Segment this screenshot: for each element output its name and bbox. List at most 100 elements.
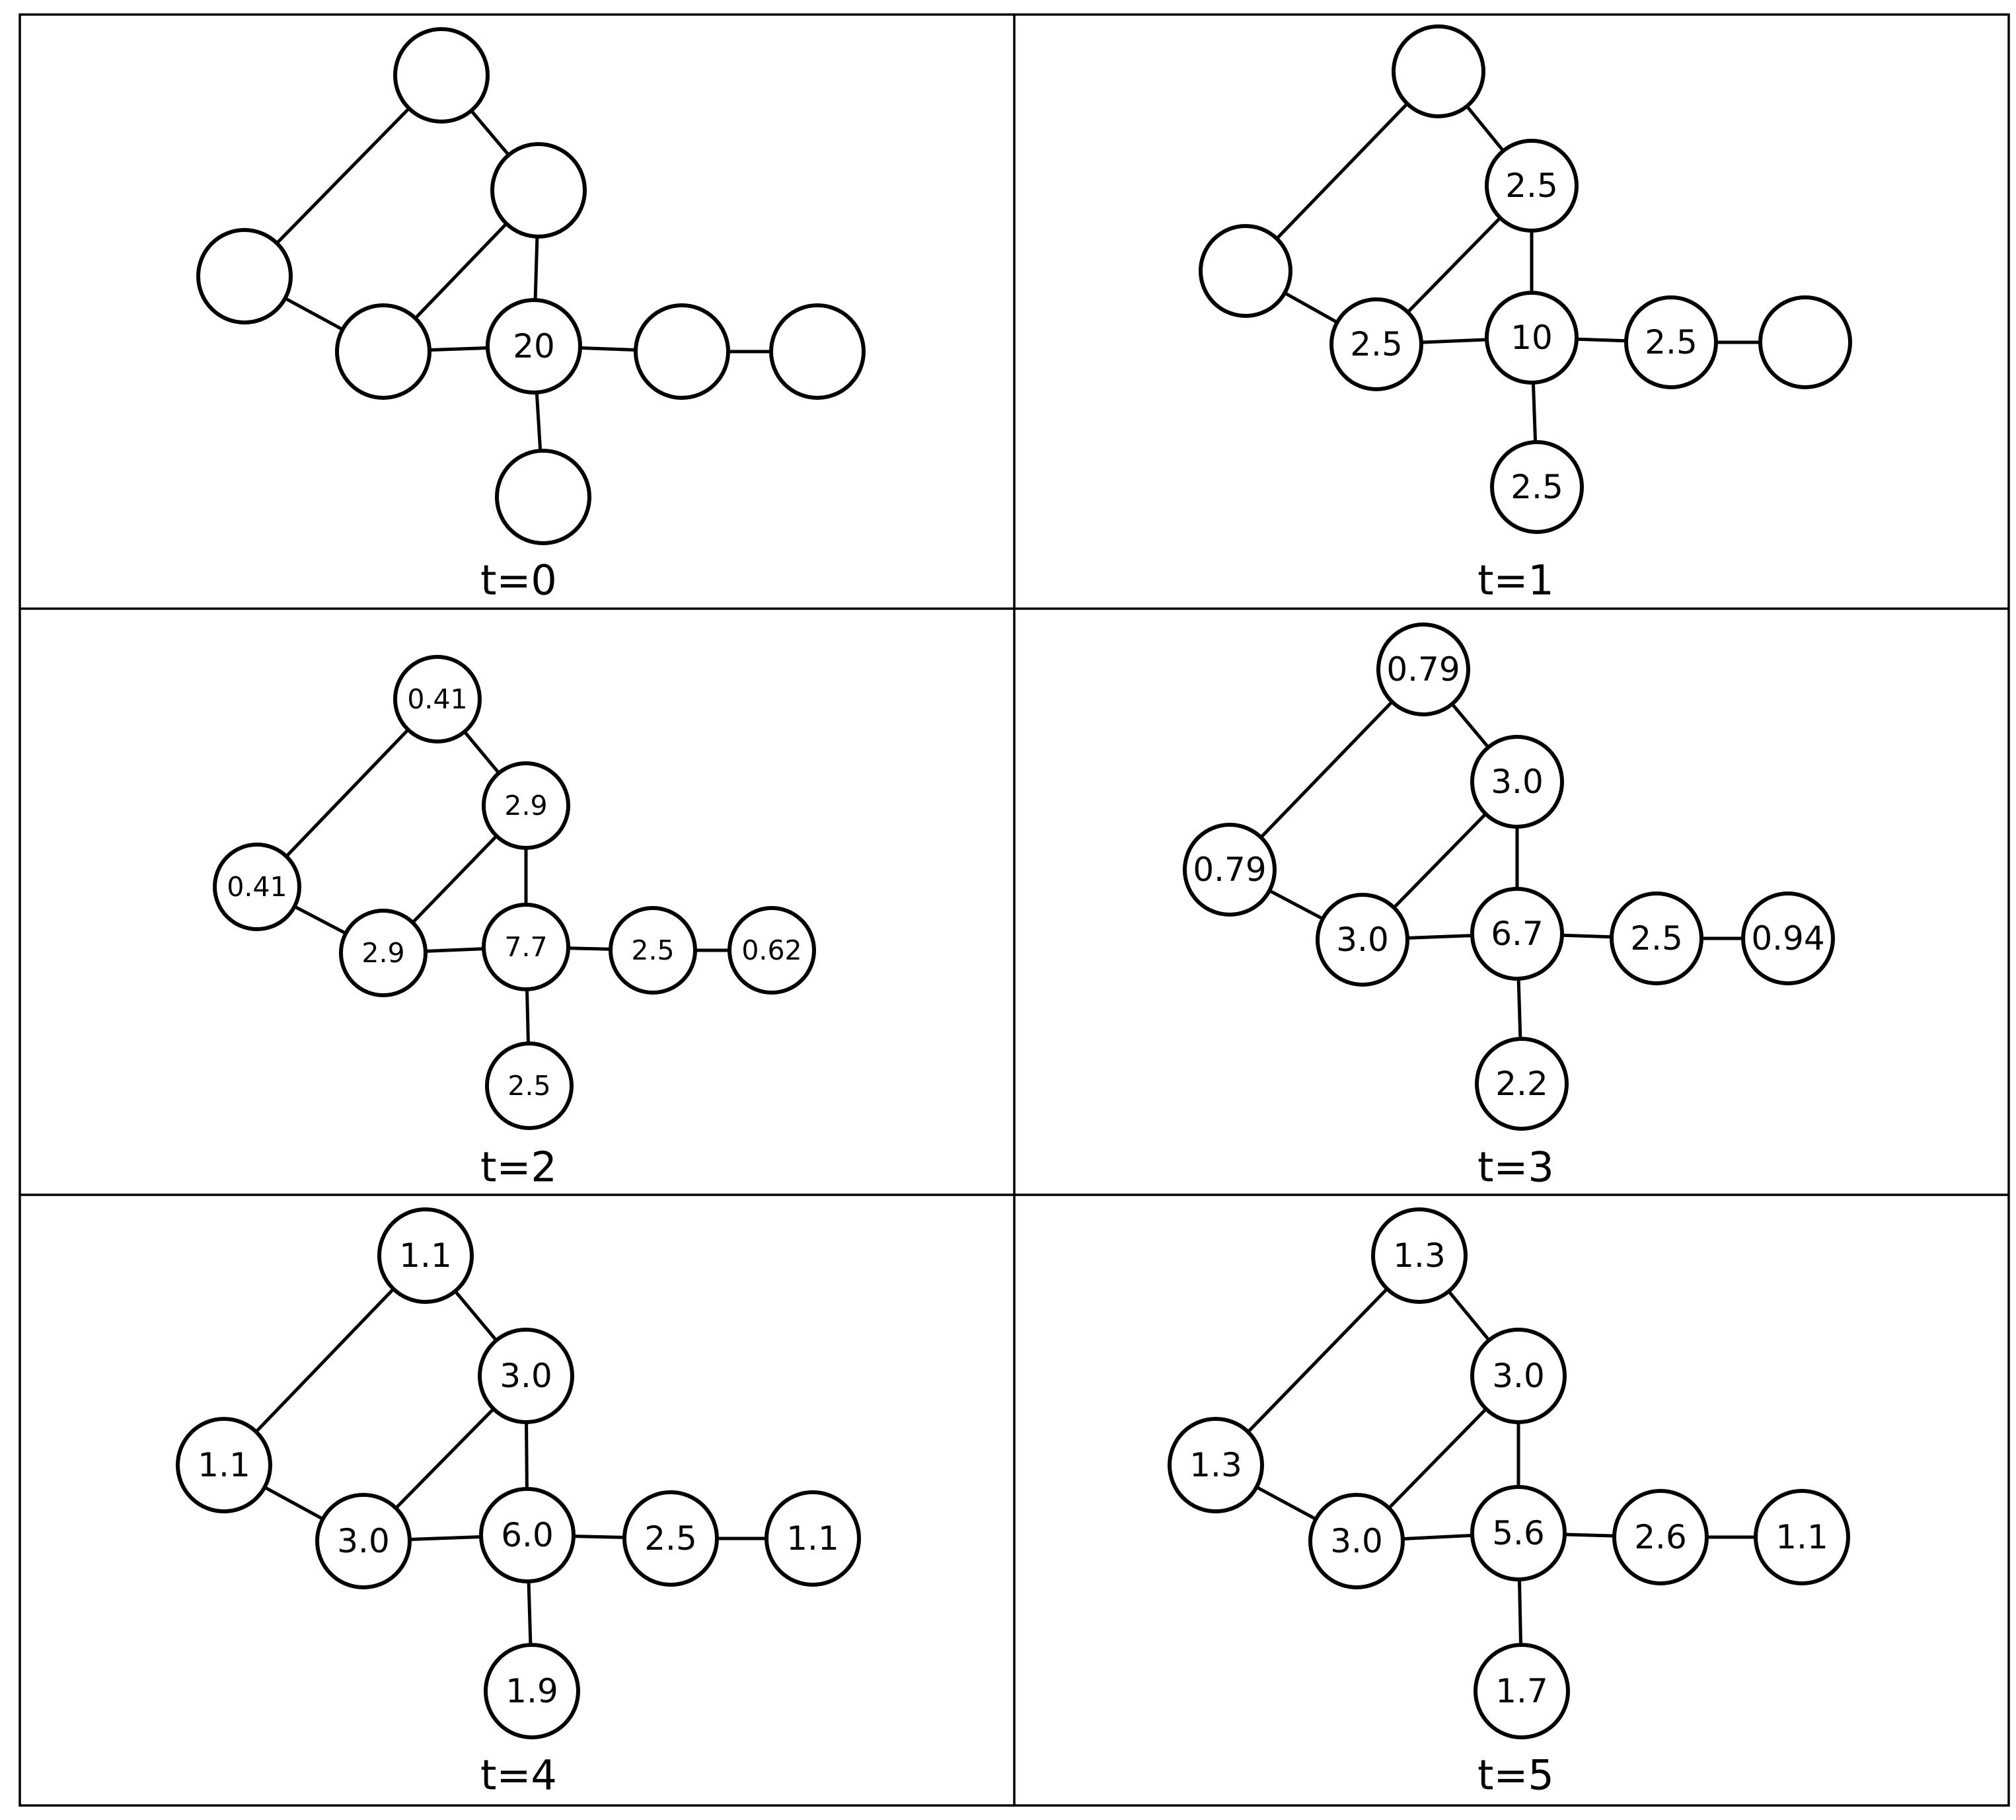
node-circle: [339, 909, 428, 997]
node-value: 5.6: [1492, 1514, 1545, 1552]
node-value: 1.1: [399, 1236, 452, 1275]
node-bottom: 2.5: [485, 1042, 574, 1130]
node-circle: [1758, 295, 1852, 389]
node-lower-left: 3.0: [315, 1493, 412, 1589]
node-value: 0.41: [227, 871, 287, 903]
node-circle: [479, 1487, 576, 1583]
node-top: 0.79: [1376, 623, 1470, 716]
node-value: 7.7: [504, 931, 547, 963]
node-top: 1.3: [1371, 1207, 1468, 1304]
node-circle: [1168, 1417, 1264, 1513]
node-far-right: 1.1: [1754, 1489, 1850, 1585]
node-circle: [1485, 139, 1579, 233]
node-circle: [1470, 735, 1564, 829]
node-value: 0.79: [1193, 851, 1266, 889]
node-value: 2.9: [504, 790, 547, 821]
node-value: 0.79: [1386, 650, 1460, 689]
node-circle: [196, 228, 293, 324]
node-circle: [1612, 1489, 1709, 1585]
node-value: 1.1: [1775, 1518, 1828, 1556]
panel-caption: t=5: [1477, 1751, 1554, 1800]
node-circle: [482, 761, 570, 850]
node-value: 3.0: [1491, 763, 1544, 801]
node-circle: [1316, 893, 1409, 987]
node-circle: [213, 843, 301, 931]
node-upper-mid: 3.0: [478, 1328, 574, 1424]
node-circle: [1475, 1037, 1569, 1131]
node-upper-mid: [490, 142, 587, 239]
panel-caption: t=0: [480, 556, 557, 605]
node-value: 3.0: [1492, 1357, 1545, 1395]
node-center: 5.6: [1470, 1485, 1567, 1581]
node-lower-left: 3.0: [1308, 1493, 1405, 1589]
node-circle: [1329, 297, 1423, 391]
node-top: [1392, 24, 1485, 118]
node-value: 6.0: [501, 1516, 554, 1554]
node-value: 2.6: [1634, 1518, 1687, 1556]
panel-t5: 1.3 3.0 1.3 3.0 5.6 2.6 1.1 1.7 t=5: [1168, 1207, 1850, 1800]
node-value: 1.1: [198, 1446, 250, 1484]
node-circle: [1624, 295, 1718, 389]
node-circle: [1470, 887, 1564, 981]
node-upper-mid: 3.0: [1470, 735, 1564, 829]
node-value: 0.62: [741, 934, 802, 966]
node-far-right: 1.1: [765, 1490, 861, 1587]
node-circle: [1470, 1328, 1567, 1424]
node-value: 3.0: [1330, 1522, 1383, 1560]
node-upper-mid: 3.0: [1470, 1328, 1567, 1424]
node-right: [634, 303, 730, 400]
node-circle: [1754, 1489, 1850, 1585]
node-center: 20: [486, 298, 582, 395]
node-value: 1.7: [1495, 1672, 1548, 1710]
node-value: 6.7: [1491, 915, 1544, 953]
node-bottom: 2.5: [1490, 440, 1584, 534]
node-circle: [393, 655, 482, 743]
panel-caption: t=2: [480, 1143, 557, 1192]
node-circle: [622, 1490, 719, 1587]
node-value: 2.5: [1511, 468, 1563, 506]
node-circle: [609, 906, 697, 995]
panel-caption: t=4: [480, 1751, 557, 1800]
panel-caption: t=3: [1477, 1143, 1554, 1192]
node-value: 2.9: [361, 937, 404, 969]
node-value: 3.0: [500, 1357, 552, 1395]
node-lower-left: 2.9: [339, 909, 428, 997]
node-circle: [478, 1328, 574, 1424]
node-left: [1199, 224, 1292, 318]
node-value: 2.5: [1630, 919, 1683, 958]
edge-top-left: [223, 1254, 427, 1466]
node-right: 2.5: [1624, 295, 1718, 389]
node-left: 1.3: [1168, 1417, 1264, 1513]
node-circle: [1485, 291, 1579, 385]
node-circle: [495, 449, 591, 545]
node-circle: [1474, 1643, 1570, 1739]
node-circle: [1392, 24, 1485, 118]
node-circle: [1376, 623, 1470, 716]
node-upper-mid: 2.5: [1485, 139, 1579, 233]
node-value: 2.5: [1505, 167, 1558, 205]
node-value: 3.0: [1336, 921, 1389, 959]
node-upper-mid: 2.9: [482, 761, 570, 850]
node-bottom: [495, 449, 591, 545]
node-circle: [1199, 224, 1292, 318]
node-value: 10: [1511, 319, 1553, 357]
node-value: 20: [513, 327, 555, 365]
node-lower-left: [335, 303, 431, 400]
node-circle: [315, 1493, 412, 1589]
node-value: 2.5: [507, 1070, 550, 1102]
node-center: 6.7: [1470, 887, 1564, 981]
node-center: 7.7: [482, 903, 570, 991]
node-center: 10: [1485, 291, 1579, 385]
node-circle: [1371, 1207, 1468, 1304]
node-circle: [1308, 1493, 1405, 1589]
node-far-right: 0.62: [728, 906, 816, 995]
node-far-right: [1758, 295, 1852, 389]
node-circle: [765, 1490, 861, 1587]
node-circle: [377, 1207, 474, 1304]
node-value: 0.41: [407, 683, 467, 715]
node-bottom: 1.9: [484, 1643, 580, 1739]
